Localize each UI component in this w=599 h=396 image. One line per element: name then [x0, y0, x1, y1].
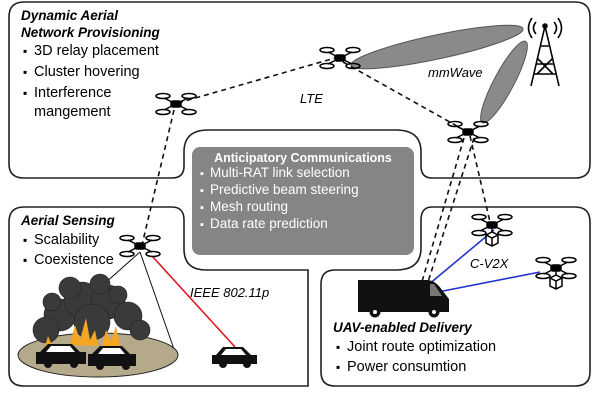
center-box-item-2: ▪ Predictive beam steering — [200, 182, 414, 199]
bullet-icon: ▪ — [200, 219, 204, 231]
right-panel-title: UAV-enabled Delivery — [333, 320, 472, 335]
left-panel-item-2: ▪ Coexistence — [23, 252, 114, 269]
relay-link-right-van-b — [426, 137, 475, 286]
bullet-icon: ▪ — [23, 65, 28, 79]
drone-icon-left — [155, 92, 197, 116]
center-box-item-label: Mesh routing — [210, 199, 289, 214]
center-box-item-label: Predictive beam steering — [210, 182, 359, 197]
accident-scene-icon — [17, 273, 179, 378]
center-box-item-4: ▪ Data rate prediction — [200, 216, 414, 233]
cv2x-label: C-V2X — [470, 256, 509, 271]
top-panel-item-2: ▪ Cluster hovering — [23, 64, 140, 81]
bullet-icon: ▪ — [336, 340, 341, 354]
center-box-item-1: ▪ Multi-RAT link selection — [200, 165, 414, 182]
cv2x-link-b — [437, 271, 541, 293]
relay-link-left-top — [177, 57, 336, 104]
drone-icon-sensing — [119, 234, 161, 258]
ieee-label: IEEE 802.11p — [190, 285, 270, 300]
left-panel-item-1: ▪ Scalability — [23, 232, 99, 249]
top-panel-item-3: ▪ Interference — [23, 85, 111, 102]
anticipatory-communications-box: Anticipatory Communications ▪ Multi-RAT l… — [192, 147, 414, 255]
top-panel-item-label: Interference — [34, 85, 112, 101]
center-box-title: Anticipatory Communications — [214, 151, 392, 165]
right-panel-item-label: Power consumtion — [347, 359, 467, 375]
delivery-drone-icon-a — [471, 213, 513, 247]
top-panel-item-label: 3D relay placement — [34, 43, 159, 59]
bullet-icon: ▪ — [23, 44, 28, 58]
right-panel-item-label: Joint route optimization — [347, 339, 497, 355]
ieee-link — [151, 255, 236, 348]
cell-tower-icon — [527, 17, 563, 87]
center-box-item-3: ▪ Mesh routing — [200, 199, 414, 216]
sensing-cone-right — [139, 251, 177, 356]
top-panel-item-1: ▪ 3D relay placement — [23, 43, 159, 60]
top-panel-title-line1: Dynamic Aerial — [21, 8, 119, 23]
relay-link-right-van-a — [420, 137, 465, 286]
bullet-icon: ▪ — [23, 233, 28, 247]
top-panel-title-line2: Network Provisioning — [21, 25, 160, 40]
drone-icon-top — [319, 46, 361, 70]
top-panel-item-3-cont: mangement — [34, 104, 111, 121]
cv2x-link-a — [427, 229, 495, 286]
top-panel-item-label: Cluster hovering — [34, 64, 140, 80]
left-panel-title: Aerial Sensing — [21, 213, 115, 228]
mmwave-beam-short — [480, 40, 528, 124]
relay-link-right-drone — [469, 135, 491, 223]
mmwave-label: mmWave — [428, 65, 483, 80]
bullet-icon: ▪ — [23, 253, 28, 267]
delivery-van-icon — [358, 280, 449, 318]
right-panel-border — [320, 206, 591, 387]
drone-icon-right — [447, 120, 489, 144]
bullet-icon: ▪ — [200, 168, 204, 180]
top-panel-item-label: mangement — [34, 104, 111, 120]
lte-label: LTE — [300, 91, 323, 106]
mmwave-beam-long — [350, 24, 524, 70]
bullet-icon: ▪ — [200, 202, 204, 214]
left-panel-item-label: Scalability — [34, 232, 100, 248]
bullet-icon: ▪ — [23, 86, 28, 100]
left-panel-border — [8, 206, 309, 387]
right-panel-item-2: ▪ Power consumtion — [336, 359, 466, 376]
bullet-icon: ▪ — [336, 360, 341, 374]
center-box-item-label: Multi-RAT link selection — [210, 165, 350, 180]
delivery-drone-icon-b — [535, 256, 577, 290]
car-icon — [212, 347, 257, 368]
left-panel-item-label: Coexistence — [34, 252, 114, 268]
top-panel-border — [8, 1, 591, 179]
right-panel-item-1: ▪ Joint route optimization — [336, 339, 496, 356]
bullet-icon: ▪ — [200, 185, 204, 197]
center-box-item-label: Data rate prediction — [210, 216, 328, 231]
